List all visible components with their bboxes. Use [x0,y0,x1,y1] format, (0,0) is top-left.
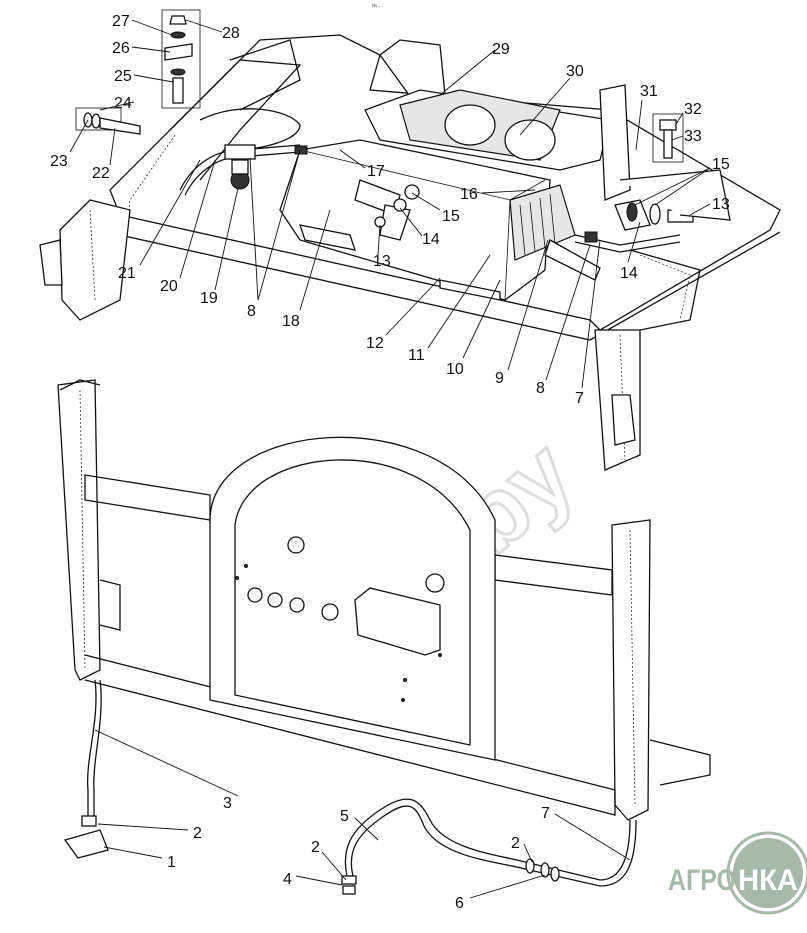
callout-2: 2 [311,839,320,856]
callout-14: 14 [620,265,638,282]
callout-29: 29 [492,41,510,58]
callout-31: 31 [640,83,658,100]
lower-hoses [63,679,637,895]
callout-33: 33 [684,128,702,145]
callout-11: 11 [408,347,425,364]
cab-floor-frame [39,34,781,471]
callout-19: 19 [200,290,218,307]
callout-13: 13 [712,196,730,213]
agronka-logo: АГРО НКА [668,831,807,915]
callout-7: 7 [575,390,584,407]
callout-15: 15 [442,208,460,225]
leader-lines [69,19,711,899]
upper-hoses [179,108,681,253]
callout-1: 1 [167,854,176,871]
callout-12: 12 [366,335,384,352]
callout-2: 2 [193,825,202,842]
callout-27: 27 [112,13,130,30]
callout-2: 2 [511,835,520,852]
callout-9: 9 [495,370,504,387]
callout-13: 13 [373,253,391,270]
rear-frame [57,379,711,821]
callout-32: 32 [684,101,702,118]
callout-24: 24 [114,95,132,112]
callout-5: 5 [340,808,349,825]
callout-18: 18 [282,313,300,330]
callout-labels: 27 28 26 25 24 23 22 29 30 31 32 33 15 1… [50,13,730,912]
callout-14: 14 [422,231,440,248]
callout-6: 6 [455,895,464,912]
callout-10: 10 [446,361,464,378]
callout-17: 17 [367,163,385,180]
callout-30: 30 [566,63,584,80]
callout-7: 7 [541,805,550,822]
callout-8: 8 [247,303,256,320]
callout-22: 22 [92,165,110,182]
logo-text-left: АГРО [668,864,736,897]
callout-8: 8 [536,380,545,397]
fasteners [75,9,731,231]
heater-unit [279,39,631,301]
callout-3: 3 [223,795,232,812]
callout-25: 25 [114,68,132,85]
callout-21: 21 [118,265,136,282]
callout-16: 16 [460,186,478,203]
logo-text-right: НКА [738,864,798,897]
callout-4: 4 [283,871,292,888]
header-code: № ... [372,3,383,9]
callout-28: 28 [222,25,240,42]
callout-20: 20 [160,278,178,295]
callout-26: 26 [112,40,130,57]
callout-23: 23 [50,153,68,170]
callout-15: 15 [712,156,730,173]
